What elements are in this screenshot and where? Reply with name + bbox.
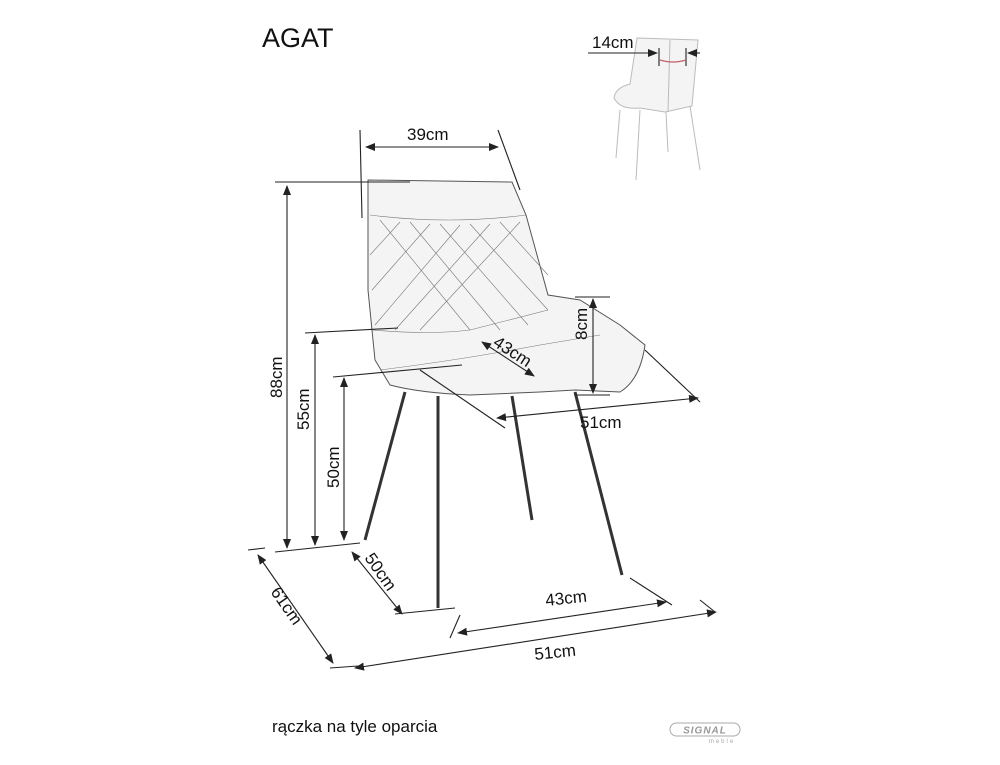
dim-leg-width: 43cm	[544, 587, 587, 610]
dim-armrest-above-seat: 8cm	[572, 308, 591, 340]
chair-drawing	[363, 179, 646, 608]
dim-handle-width: 14cm	[592, 33, 634, 52]
svg-text:meble: meble	[709, 739, 735, 745]
dim-armrest-height: 55cm	[294, 388, 313, 430]
dim-leg-depth: 50cm	[361, 549, 400, 594]
chair-legs	[363, 391, 624, 608]
dim-seat-height: 50cm	[324, 446, 343, 488]
caption: rączka na tyle oparcia	[272, 717, 438, 736]
svg-text:SIGNAL: SIGNAL	[683, 726, 727, 737]
dim-back-width: 39cm	[407, 125, 449, 144]
dim-seat-width: 51cm	[580, 413, 622, 432]
dimension-arrows	[257, 143, 717, 671]
dim-total-width: 51cm	[533, 641, 576, 664]
signal-logo: SIGNAL meble	[669, 722, 741, 745]
dim-total-depth: 61cm	[267, 583, 306, 628]
handle-inset: 14cm	[588, 33, 701, 181]
dim-total-height: 88cm	[267, 356, 286, 398]
product-title: AGAT	[262, 23, 334, 53]
handle-mark	[659, 59, 687, 63]
